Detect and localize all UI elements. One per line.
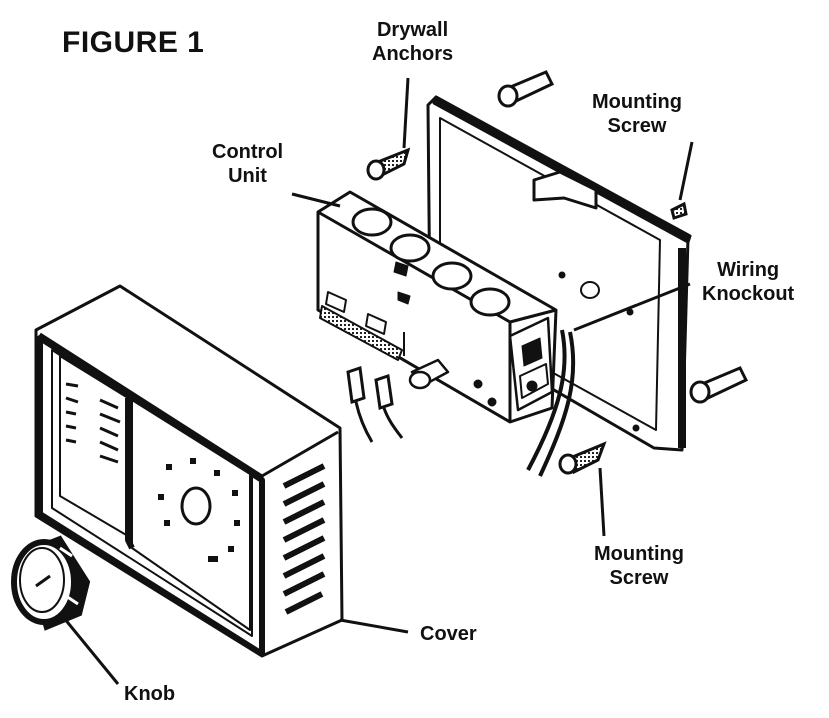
figure-title: FIGURE 1 bbox=[62, 26, 205, 59]
label-line: Drywall bbox=[376, 19, 449, 41]
label-control-unit: Control Unit bbox=[212, 140, 283, 188]
label-drywall-anchors: Drywall Anchors bbox=[372, 18, 453, 66]
drywall-anchor-top bbox=[497, 70, 555, 108]
control-unit-leads bbox=[346, 329, 576, 477]
label-line: Anchors bbox=[372, 43, 454, 65]
mounting-screw-bottom bbox=[558, 441, 607, 475]
knob bbox=[11, 535, 91, 631]
mounting-plate bbox=[426, 95, 692, 452]
mounting-screw-top bbox=[670, 201, 688, 220]
label-mounting-screw-top: Mounting Screw bbox=[592, 90, 682, 138]
drywall-anchor-left bbox=[366, 147, 411, 181]
label-wiring-knockout: Wiring Knockout bbox=[702, 258, 794, 306]
control-unit bbox=[316, 190, 558, 424]
label-line: Screw bbox=[607, 115, 667, 137]
label-mounting-screw-bottom: Mounting Screw bbox=[594, 542, 684, 590]
label-line: Screw bbox=[609, 567, 669, 589]
label-line: Mounting bbox=[594, 543, 684, 565]
cover bbox=[34, 284, 344, 658]
label-line: Wiring bbox=[717, 259, 780, 281]
drywall-anchor-right bbox=[689, 366, 749, 404]
label-line: Unit bbox=[228, 165, 267, 187]
label-line: Mounting bbox=[592, 91, 682, 113]
label-line: Knockout bbox=[702, 283, 795, 305]
label-cover: Cover bbox=[420, 623, 477, 645]
leader-lines bbox=[62, 77, 694, 685]
label-knob: Knob bbox=[124, 683, 176, 705]
label-line: Control bbox=[212, 141, 284, 163]
